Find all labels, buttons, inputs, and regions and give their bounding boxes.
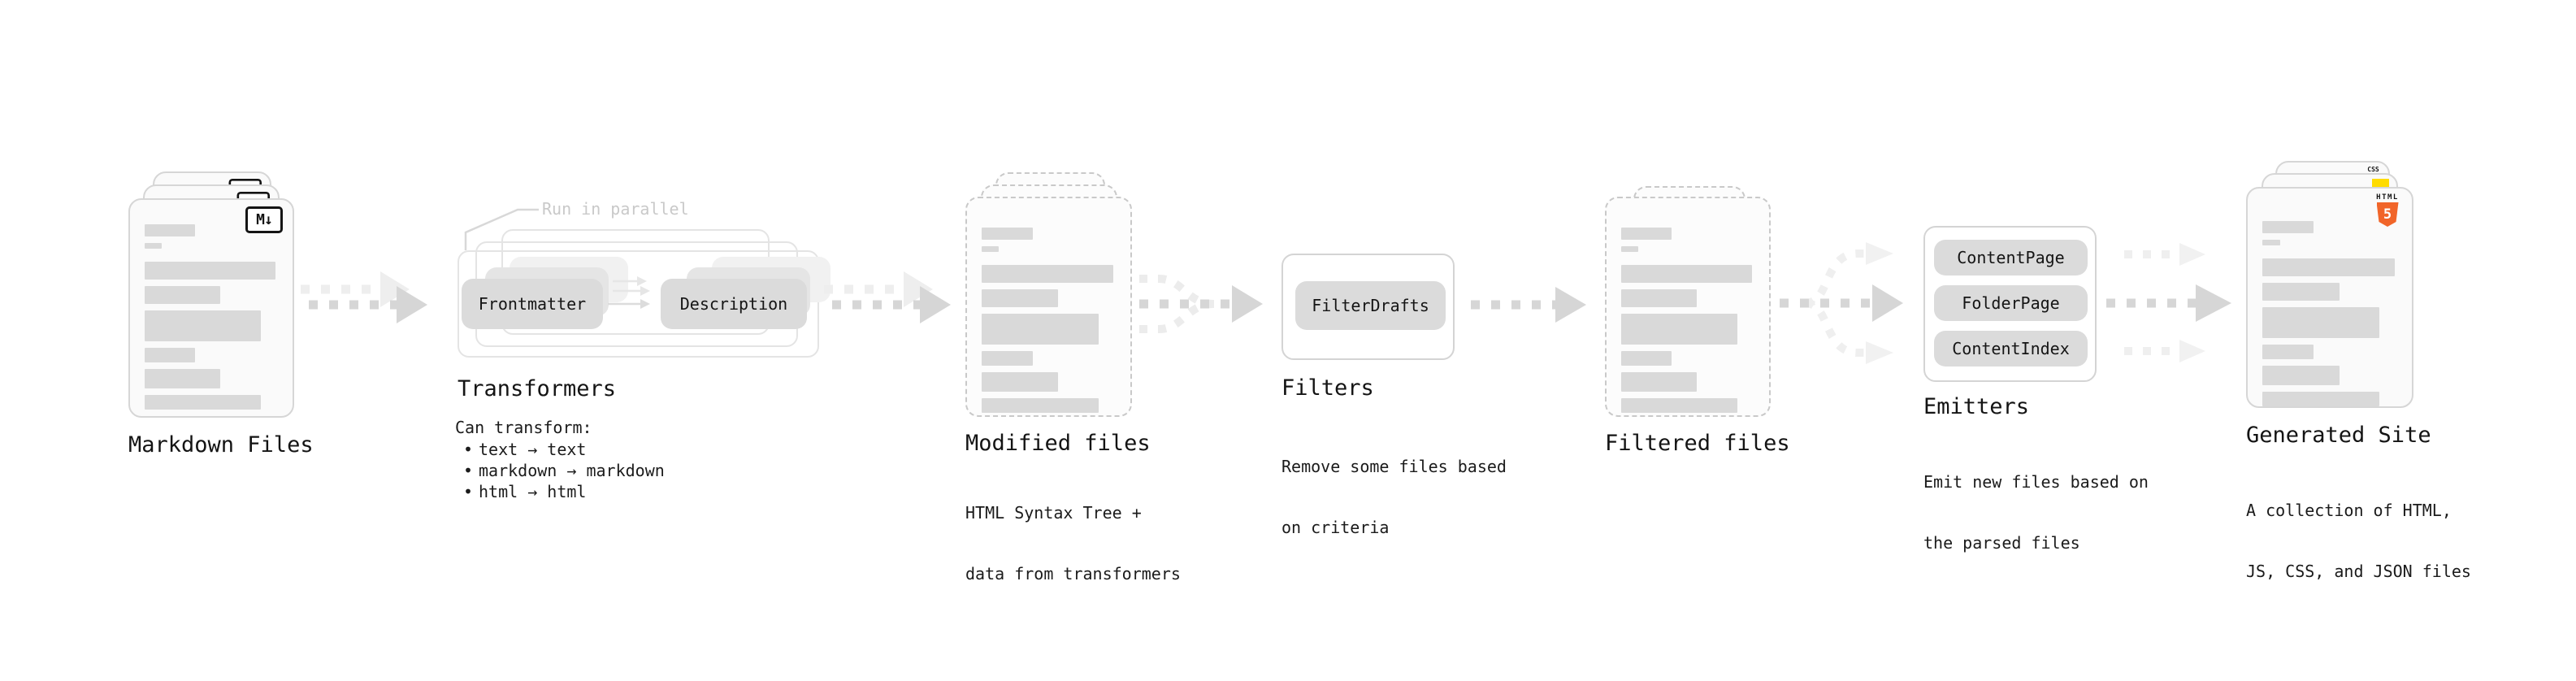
emitters-caption: Emit new files based on the parsed files [1923, 432, 2149, 594]
markdown-icon: M↓ [245, 206, 283, 233]
modified-files-section [965, 172, 1152, 440]
generated-site-caption: A collection of HTML, JS, CSS, and JSON … [2246, 460, 2471, 622]
html5-icon-word: HTML [2376, 193, 2399, 202]
filters-box: FilterDrafts [1281, 254, 1455, 360]
generated-site-title: Generated Site [2246, 423, 2431, 448]
filtered-files-title: Filtered files [1605, 431, 1790, 456]
folder-page-pill: FolderPage [1934, 285, 2088, 321]
site-file-card-front: HTML 5 [2246, 187, 2413, 408]
transformers-bullet-list: • text → text • markdown → markdown • ht… [458, 439, 665, 502]
file-text-bars [982, 228, 1116, 413]
html5-icon-number: 5 [2383, 206, 2392, 223]
file-text-bars [2262, 221, 2397, 406]
html5-icon: HTML 5 [2369, 193, 2406, 227]
transformer-step-arrows [608, 276, 650, 309]
generated-site-section: CSS HTML 5 [2246, 159, 2433, 436]
content-index-pill: ContentIndex [1934, 331, 2088, 367]
caption-line: on criteria [1281, 518, 1390, 537]
arrow-filtered-to-emitters [1780, 242, 1903, 364]
modified-files-caption: HTML Syntax Tree + data from transformer… [965, 462, 1181, 625]
file-text-bars [1621, 228, 1754, 413]
filtered-file-card-front [1605, 197, 1771, 417]
caption-line: Emit new files based on [1923, 472, 2149, 492]
caption-line: A collection of HTML, [2246, 501, 2452, 520]
arrow-markdown-to-transformers [301, 271, 427, 323]
filters-caption: Remove some files based on criteria [1281, 416, 1507, 579]
run-in-parallel-note: Run in parallel [542, 199, 689, 219]
bullet-marker: • [462, 482, 474, 501]
modified-file-card-front [965, 197, 1132, 417]
arrow-emitters-to-site [2106, 243, 2231, 362]
arrow-transformers-to-modified [824, 271, 951, 323]
bullet-text: markdown → markdown [479, 461, 665, 480]
transformers-caption-heading: Can transform: [455, 418, 592, 437]
content-page-pill: ContentPage [1934, 240, 2088, 275]
js-file-icon [2372, 179, 2389, 189]
bullet-marker: • [462, 461, 474, 480]
emitters-title: Emitters [1923, 394, 2030, 419]
transformer-box-front [458, 250, 819, 358]
bullet-marker: • [462, 440, 474, 459]
run-in-parallel-callout-line [464, 208, 539, 250]
markdown-file-card-front: M↓ [128, 198, 294, 418]
filters-title: Filters [1281, 375, 1374, 401]
caption-line: JS, CSS, and JSON files [2246, 562, 2471, 581]
filtered-files-section [1605, 186, 1792, 454]
arrow-modified-to-filters [1139, 275, 1263, 333]
arrow-filters-to-filtered [1471, 287, 1586, 323]
caption-line: data from transformers [965, 564, 1181, 583]
bullet-item: • text → text [458, 439, 665, 460]
transformers-title: Transformers [458, 376, 617, 401]
bullet-text: html → html [479, 482, 587, 501]
modified-files-title: Modified files [965, 431, 1151, 456]
caption-line: the parsed files [1923, 533, 2080, 553]
frontmatter-pill: Frontmatter [462, 279, 603, 329]
caption-line: HTML Syntax Tree + [965, 503, 1142, 523]
markdown-files-section: M↓ M↓ M↓ [128, 171, 315, 440]
bullet-text: text → text [479, 440, 587, 459]
emitters-box: ContentPage FolderPage ContentIndex [1923, 226, 2097, 382]
bullet-item: • markdown → markdown [458, 460, 665, 481]
file-text-bars [145, 224, 278, 410]
caption-line: Remove some files based [1281, 457, 1507, 476]
description-pill: Description [661, 279, 807, 329]
bullet-item: • html → html [458, 481, 665, 502]
markdown-files-title: Markdown Files [128, 432, 314, 458]
filter-drafts-pill: FilterDrafts [1295, 281, 1446, 330]
